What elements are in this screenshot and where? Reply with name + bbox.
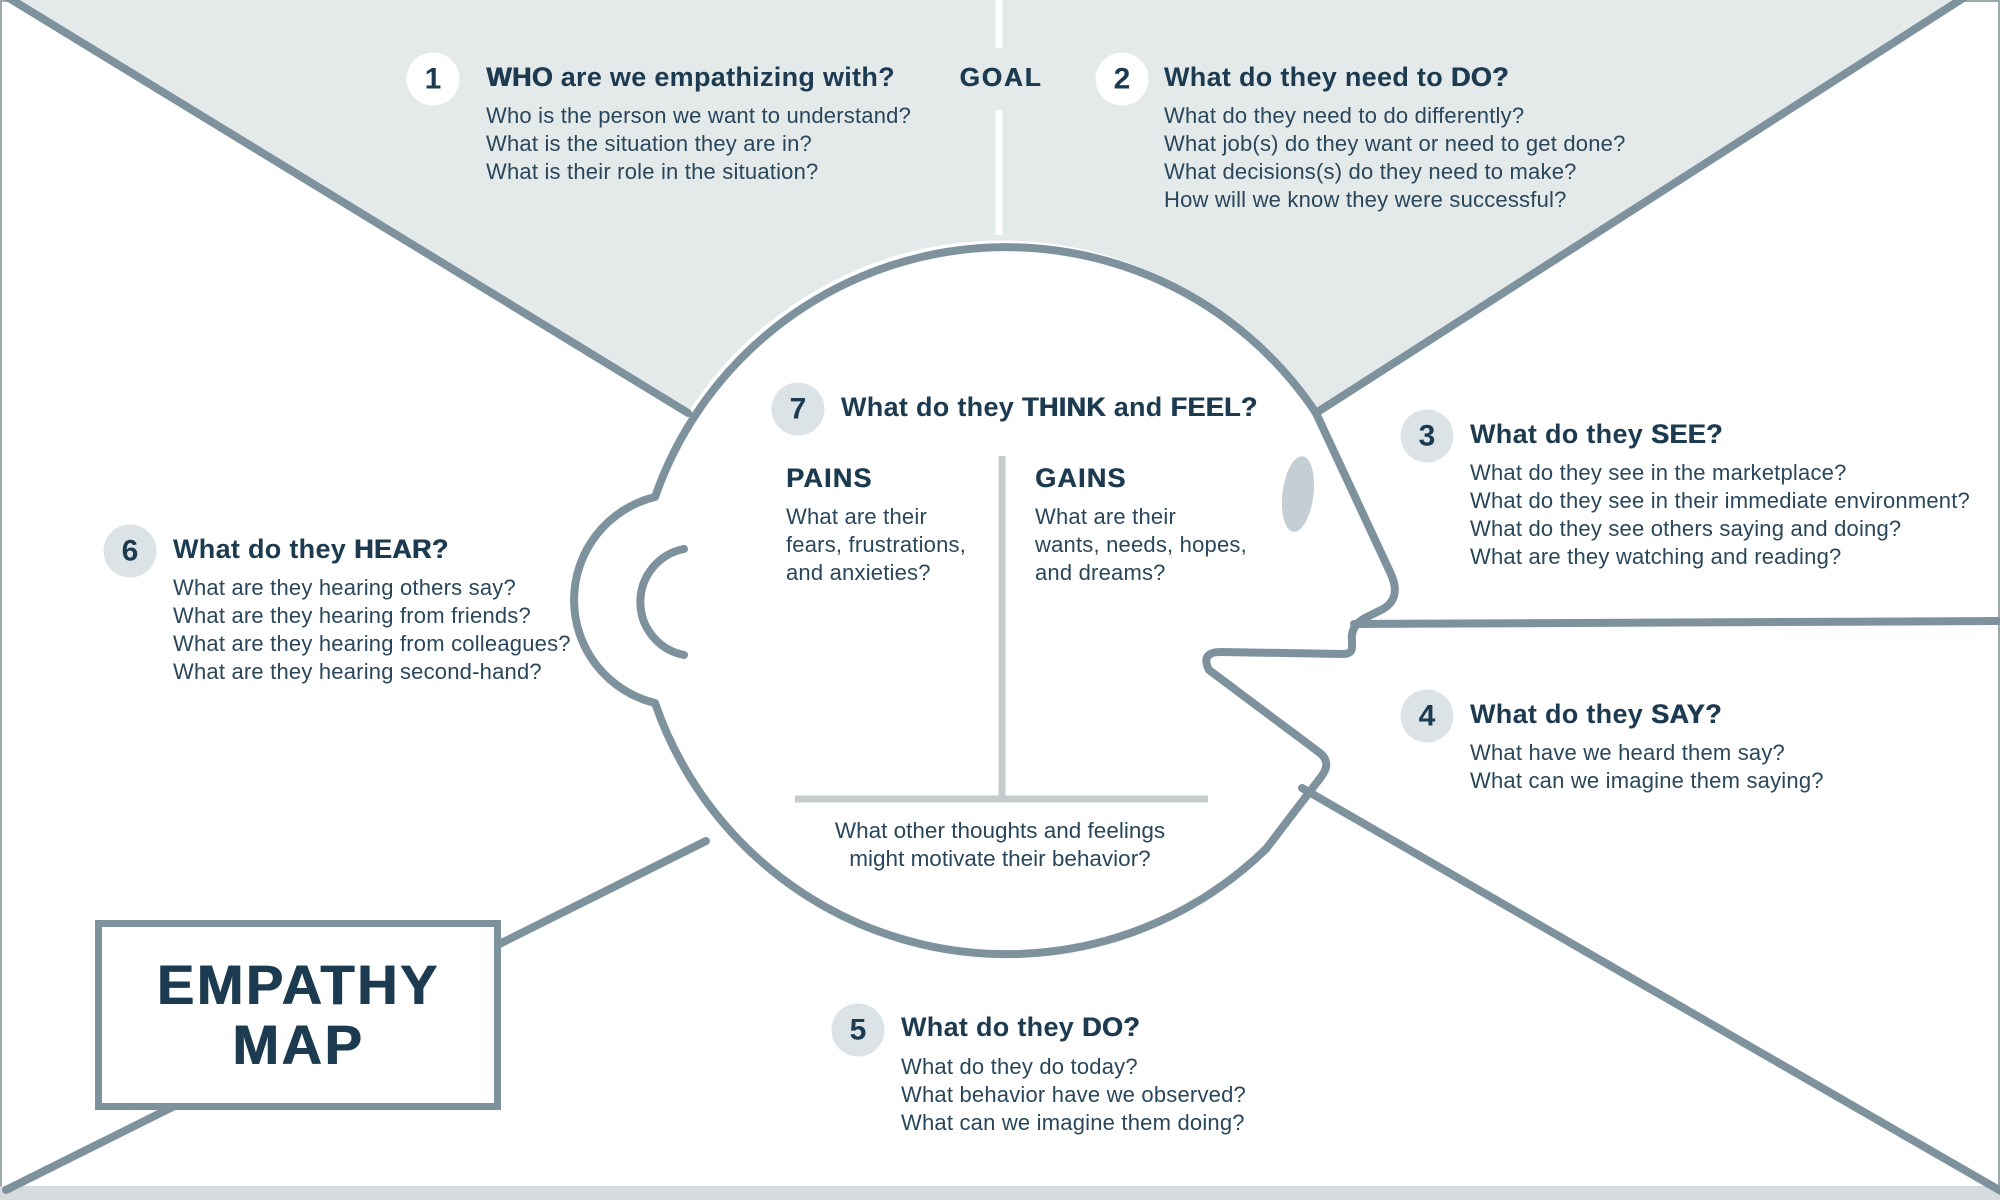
badge-need-do-number: 2 [1113, 62, 1131, 95]
question: What can we imagine them saying? [1470, 768, 1824, 793]
section-need-do-title: What do they need to DO? [1164, 60, 1509, 94]
title-text: What do they [173, 534, 354, 564]
title-keyword: SAY? [1650, 699, 1722, 729]
section-who-title: WHO are we empathizing with? [486, 60, 895, 94]
bottom-edge-strip [0, 1186, 2000, 1200]
question: What are they hearing from colleagues? [173, 631, 571, 656]
title-text: What do they [1470, 699, 1651, 729]
badge-see-number: 3 [1418, 419, 1436, 452]
question: What decisions(s) do they need to make? [1164, 159, 1577, 184]
question: What are they hearing second-hand? [173, 659, 542, 684]
question: What is the situation they are in? [486, 131, 812, 156]
gains-text: What are their wants, needs, hopes, and … [1035, 503, 1247, 587]
badge-who: 1 [406, 52, 460, 106]
question: What job(s) do they want or need to get … [1164, 131, 1626, 156]
title-keyword: THINK [1021, 392, 1106, 422]
title-keyword: WHO [486, 62, 553, 92]
title-text: What do they [901, 1012, 1082, 1042]
badge-do: 5 [831, 1003, 885, 1057]
badge-see: 3 [1400, 409, 1454, 463]
question: Who is the person we want to understand? [486, 103, 912, 128]
question: How will we know they were successful? [1164, 187, 1567, 212]
title-keyword: HEAR? [353, 534, 449, 564]
title-keyword: DO? [1450, 62, 1509, 92]
page-title-line2: MAP [232, 1013, 364, 1076]
title-text: What do they [841, 392, 1022, 422]
question: What do they do today? [901, 1054, 1138, 1079]
badge-hear: 6 [103, 524, 157, 578]
question: What are they hearing others say? [173, 575, 516, 600]
gains-line: What are their [1035, 504, 1176, 529]
badge-need-do: 2 [1095, 52, 1149, 106]
thoughts-footer-line: might motivate their behavior? [849, 846, 1151, 871]
thoughts-footer-line: What other thoughts and feelings [834, 818, 1166, 843]
badge-think-feel-number: 7 [789, 392, 807, 425]
eye-icon [1281, 456, 1315, 532]
section-hear-questions: What are they hearing others say? What a… [173, 574, 571, 686]
see-pointer-line [1350, 617, 2000, 628]
question: What can we imagine them doing? [901, 1110, 1245, 1135]
head-outline [570, 243, 1320, 959]
gains-line: wants, needs, hopes, [1035, 532, 1247, 557]
badge-hear-number: 6 [121, 534, 139, 567]
section-do-questions: What do they do today? What behavior hav… [901, 1053, 1246, 1137]
gains-heading: GAINS [1035, 463, 1127, 493]
goal-label: GOAL [959, 62, 1043, 92]
badge-do-number: 5 [849, 1013, 867, 1046]
section-need-do-questions: What do they need to do differently? Wha… [1164, 102, 1626, 214]
section-see-questions: What do they see in the marketplace? Wha… [1470, 459, 1970, 571]
title-keyword: FEEL? [1170, 392, 1258, 422]
question: What is their role in the situation? [486, 159, 819, 184]
pains-line: and anxieties? [786, 560, 931, 585]
question: What are they watching and reading? [1470, 544, 1842, 569]
top-right-diagonal-line [1312, 0, 1968, 417]
title-text: What do they [1470, 419, 1651, 449]
section-say-title: What do they SAY? [1470, 697, 1722, 731]
question: What do they see in their immediate envi… [1470, 488, 1970, 513]
title-text: What do they need to [1164, 62, 1451, 92]
badge-say-number: 4 [1418, 699, 1436, 732]
section-who-questions: Who is the person we want to understand?… [486, 102, 911, 186]
section-hear-title: What do they HEAR? [173, 532, 448, 566]
pains-line: fears, frustrations, [786, 532, 967, 557]
gains-line: and dreams? [1035, 560, 1166, 585]
top-left-diagonal-line [4, 0, 692, 417]
question: What do they see others saying and doing… [1470, 516, 1902, 541]
page-title-line1: EMPATHY [156, 953, 440, 1016]
pains-line: What are their [786, 504, 927, 529]
ear-icon [636, 545, 688, 659]
face-profile [1202, 409, 1399, 853]
badge-say: 4 [1400, 689, 1454, 743]
title-box: EMPATHY MAP [95, 920, 501, 1110]
section-see-title: What do they SEE? [1470, 417, 1723, 451]
pains-text: What are their fears, frustrations, and … [786, 503, 966, 587]
title-keyword: DO? [1081, 1012, 1140, 1042]
title-text: and [1105, 392, 1171, 422]
pains-heading: PAINS [786, 463, 873, 493]
badge-think-feel: 7 [771, 382, 825, 436]
section-do-title: What do they DO? [901, 1010, 1140, 1044]
bottom-right-diagonal-line [1298, 784, 2000, 1196]
question: What behavior have we observed? [901, 1082, 1246, 1107]
title-keyword: SEE? [1650, 419, 1723, 449]
question: What do they need to do differently? [1164, 103, 1525, 128]
thoughts-footer: What other thoughts and feelings might m… [650, 817, 1350, 873]
question: What are they hearing from friends? [173, 603, 531, 628]
section-say-questions: What have we heard them say? What can we… [1470, 739, 1824, 795]
badge-who-number: 1 [424, 62, 442, 95]
question: What have we heard them say? [1470, 740, 1785, 765]
section-think-feel-title: What do they THINK and FEEL? [841, 390, 1257, 424]
title-text: are we empathizing with? [552, 62, 895, 92]
question: What do they see in the marketplace? [1470, 460, 1847, 485]
